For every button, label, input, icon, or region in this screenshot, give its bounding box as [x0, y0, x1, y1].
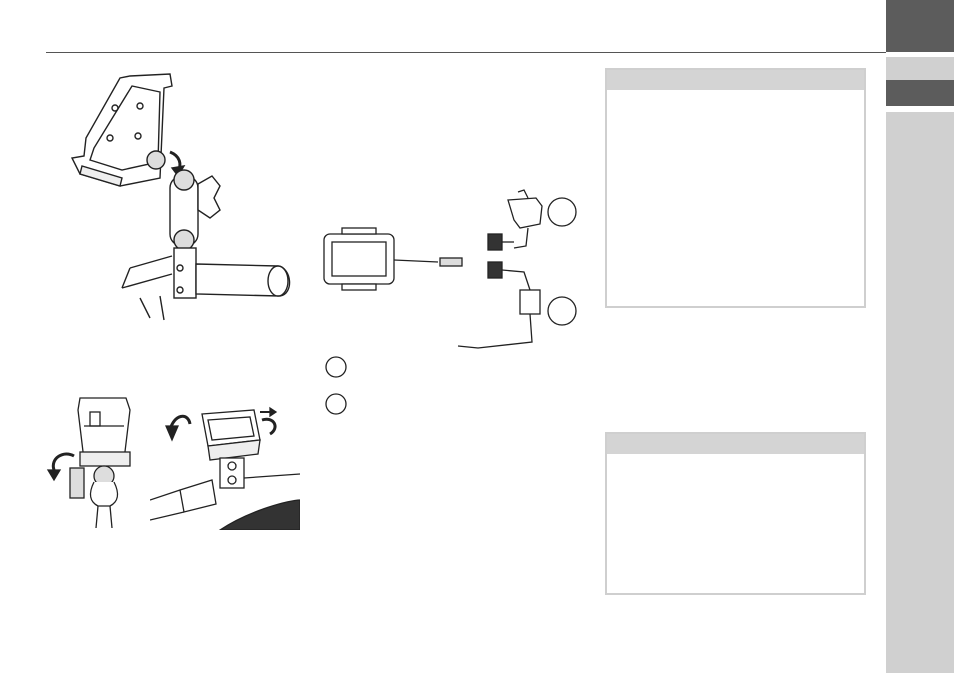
header-rule: [46, 52, 886, 53]
power-cable-diagram: [323, 189, 577, 349]
note-box-header: [607, 70, 864, 90]
side-tab-section[interactable]: [886, 80, 954, 106]
note-box: [605, 432, 866, 595]
note-box-header: [607, 434, 864, 454]
side-tab-separator: [886, 52, 954, 57]
note-box: [605, 68, 866, 308]
device-adjustment-detail: [150, 406, 300, 530]
side-navigation-strip: [886, 0, 954, 673]
callout-1-marker: [325, 356, 347, 378]
callout-2-marker: [325, 393, 347, 415]
mount-rotation-detail: [46, 397, 131, 529]
handlebar-mount-illustration: [70, 73, 291, 321]
side-tab-separator-2: [886, 106, 954, 112]
side-tab-chapter[interactable]: [886, 0, 954, 52]
